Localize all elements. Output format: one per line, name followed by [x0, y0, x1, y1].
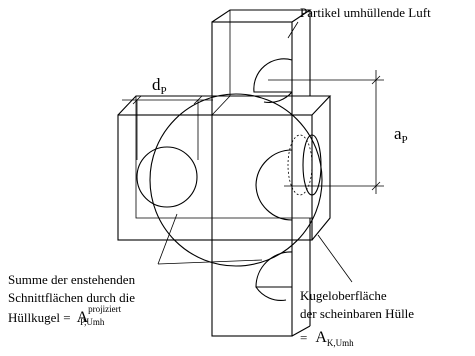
sum-line-1: Summe der enstehenden — [8, 272, 136, 287]
horizontal-rod-hidden-edges — [135, 96, 312, 219]
section-bottom-upper — [255, 251, 293, 288]
section-middle — [255, 149, 293, 221]
kugel-leader — [317, 234, 353, 283]
ap-tick-bottom — [371, 181, 381, 191]
ap-tick-top — [371, 75, 381, 85]
section-right-ellipse-hidden — [287, 134, 313, 196]
section-right-ellipse — [302, 134, 322, 196]
envelope-sphere — [149, 93, 323, 267]
sum-leader-2 — [157, 259, 263, 265]
section-top-upper — [253, 58, 293, 93]
ap-label: aP — [394, 124, 408, 146]
horizontal-rod-top — [117, 95, 332, 116]
sum-leader-1 — [157, 213, 178, 265]
section-top-lower — [263, 91, 293, 103]
kugel-line-3: =AK,Umh — [300, 329, 354, 348]
dp-tick-right — [193, 95, 203, 105]
section-bottom-lower — [255, 286, 287, 301]
air-leader — [287, 21, 299, 39]
sum-line-2: Schnittflächen durch die — [8, 290, 135, 305]
dp-label: dP — [152, 75, 167, 97]
kugel-line-2: der scheinbaren Hülle — [300, 306, 414, 321]
section-left-circle — [136, 146, 198, 208]
dp-tick-left — [132, 95, 142, 105]
horizontal-rod-right — [311, 96, 331, 241]
horizontal-rod-front — [117, 114, 313, 241]
air-label: Partikel umhüllende Luft — [300, 5, 431, 20]
vertical-rod-top — [211, 9, 312, 23]
kugel-line-1: Kugeloberfläche — [300, 288, 387, 303]
vertical-rod-bottom-edge — [291, 325, 311, 337]
cube-inner-diag — [211, 95, 231, 116]
vertical-rod-front — [211, 21, 293, 337]
